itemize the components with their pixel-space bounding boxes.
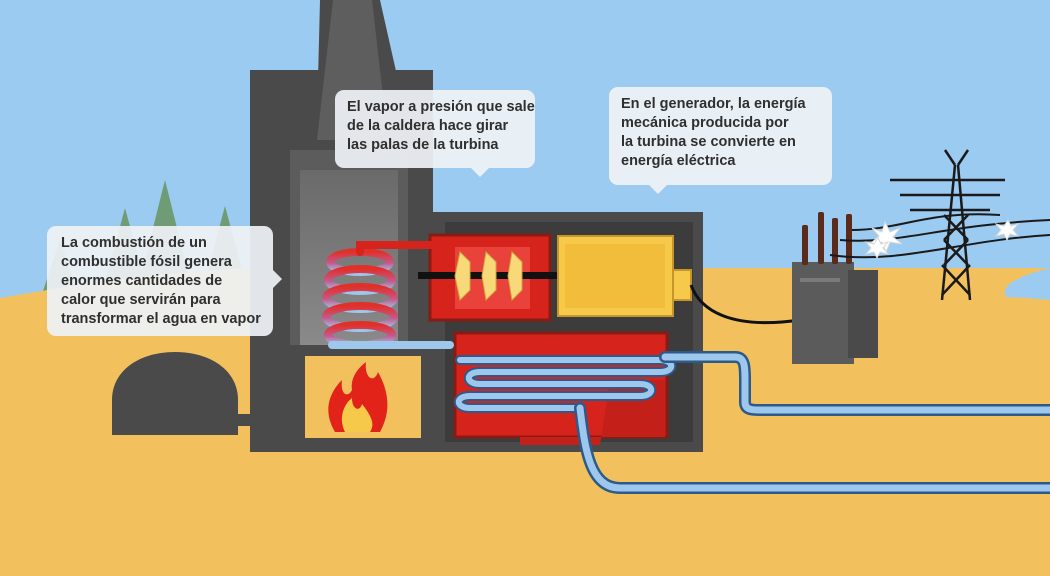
condenser-pipe <box>453 355 677 413</box>
power-cable <box>689 284 801 325</box>
power-lines <box>829 213 1050 259</box>
callout-turbine: El vapor a presión que sale de la calder… <box>335 90 535 177</box>
callout-line: La combustión de un <box>61 235 207 251</box>
boiler-coil <box>322 241 454 349</box>
callout-line: las palas de la turbina <box>347 137 499 153</box>
callout-line: enormes cantidades de <box>61 273 223 289</box>
fire-icon <box>328 362 388 432</box>
callout-line: de la caldera hace girar <box>347 118 509 134</box>
spark-icons <box>864 219 1020 260</box>
callout-generator: En el generador, la energía mecánica pro… <box>609 87 832 194</box>
callout-line: la turbina se convierte en <box>621 134 796 150</box>
callout-line: energía eléctrica <box>621 153 736 169</box>
turbine <box>418 233 558 322</box>
cooling-water-pipes <box>574 351 1050 494</box>
generator <box>557 235 692 317</box>
transformer <box>792 212 878 364</box>
callout-line: combustible fósil genera <box>61 254 232 270</box>
callout-combustion: La combustión de un combustible fósil ge… <box>47 226 282 336</box>
callout-line: En el generador, la energía <box>621 96 806 112</box>
callout-line: transformar el agua en vapor <box>61 311 261 327</box>
callout-line: calor que servirán para <box>61 292 221 308</box>
transmission-tower <box>890 149 1005 301</box>
callout-line: El vapor a presión que sale <box>347 99 535 115</box>
callout-line: mecánica producida por <box>621 115 789 131</box>
